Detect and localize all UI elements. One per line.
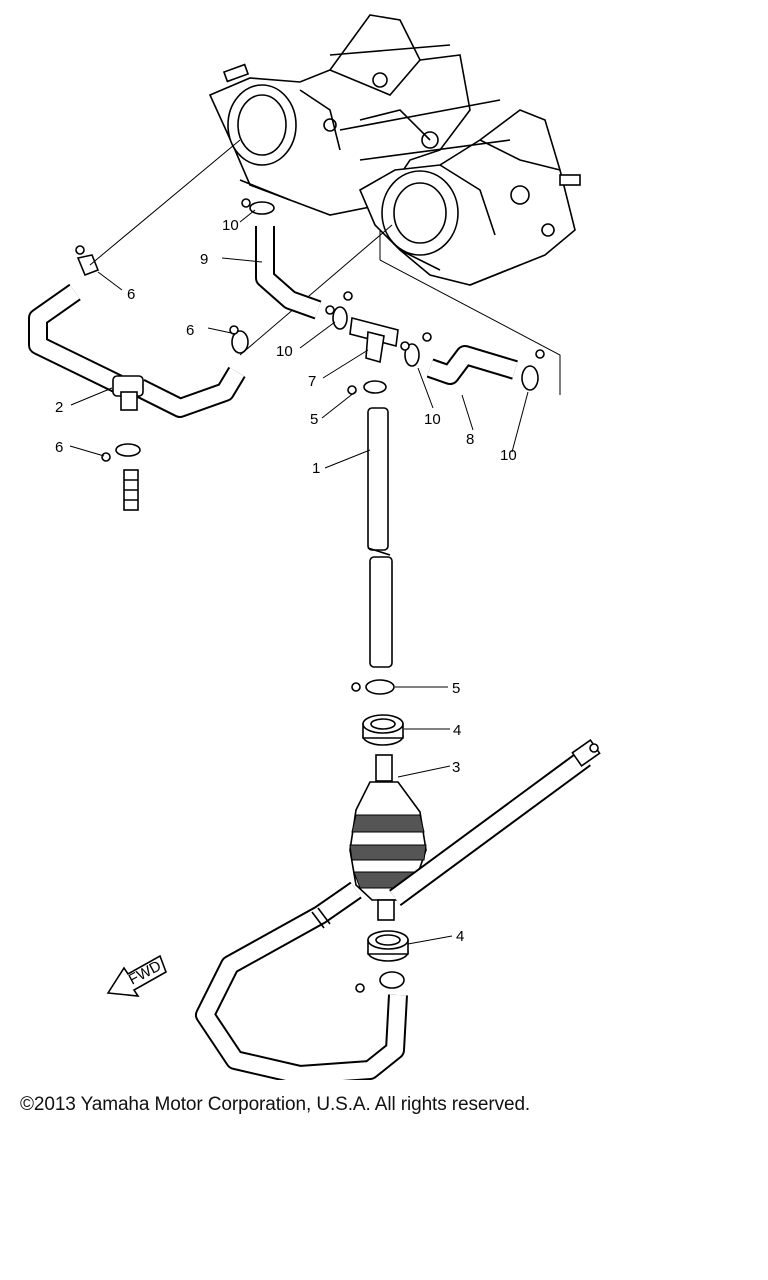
hose-8 [426,345,518,385]
part-label-10-top: 10 [222,217,239,234]
part-label-10-right: 10 [500,447,517,464]
part-label-8: 8 [466,431,474,448]
carburetor-assembly [208,14,581,286]
label-leaders [69,209,529,945]
fuel-line-exploded-diagram: FWD 1 2 3 4 4 5 5 6 6 6 7 8 9 10 10 10 1… [28,14,601,1080]
part-label-5-lower: 5 [452,680,460,697]
part-label-10-left: 10 [276,343,293,360]
tank-hose [195,739,601,1080]
part-label-2: 2 [55,399,63,416]
part-label-9: 9 [200,251,208,268]
part-label-6-top: 6 [127,286,135,303]
hose-2-tee [28,283,246,511]
part-label-7: 7 [308,373,316,390]
part-label-6-middle: 6 [186,322,194,339]
leader-lines [89,139,561,395]
hose-9 [255,226,322,320]
part-label-1: 1 [312,460,320,477]
tee-7 [349,316,399,364]
part-label-4-lower: 4 [456,928,464,945]
part-label-3: 3 [452,759,460,776]
part-label-5-upper: 5 [310,411,318,428]
collar-4-upper [362,714,404,746]
forward-direction-arrow: FWD [106,954,167,997]
copyright-notice: ©2013 Yamaha Motor Corporation, U.S.A. A… [20,1094,531,1115]
part-label-10-center: 10 [424,411,441,428]
hose-clamps [75,198,545,993]
collar-4-lower [367,930,409,962]
primer-bulb-3 [349,754,427,921]
part-label-4-upper: 4 [453,722,461,739]
part-label-6-lower: 6 [55,439,63,456]
hose-1 [367,407,393,668]
